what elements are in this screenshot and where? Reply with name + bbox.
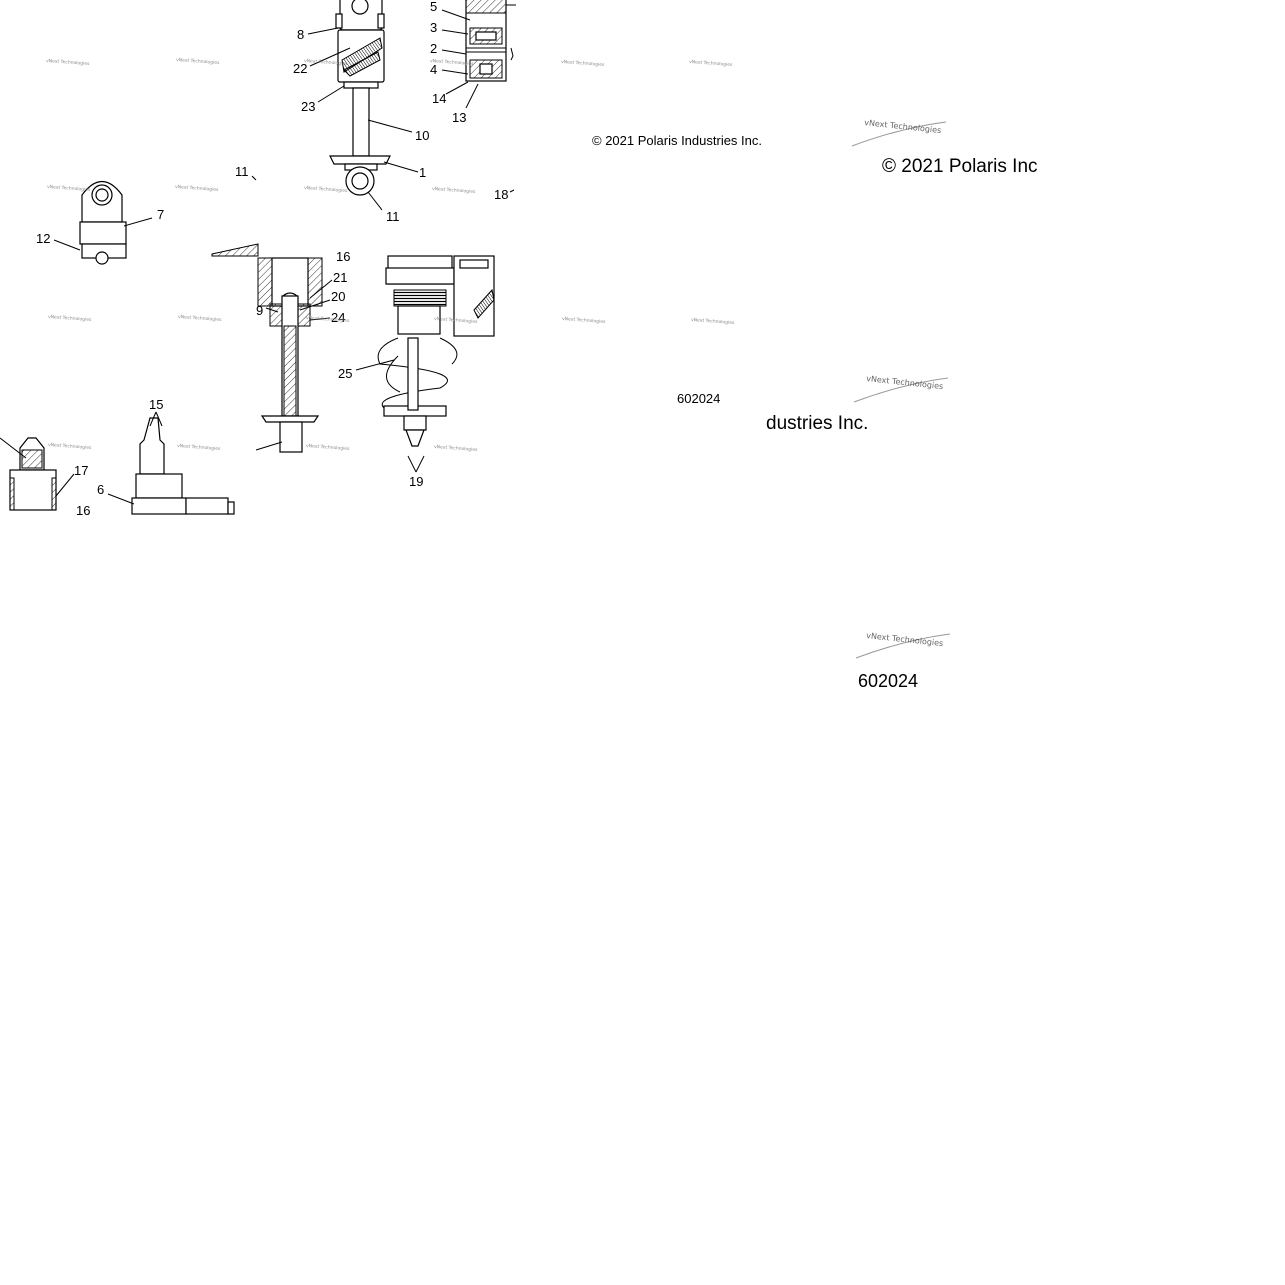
large-watermarks: vNext Technologies vNext Technologies vN… <box>851 118 951 659</box>
leader-lines <box>0 9 515 505</box>
copyright-notices: © 2021 Polaris Industries Inc. © 2021 Po… <box>592 133 1038 691</box>
watermark-text: vNext Technologies <box>689 59 733 68</box>
copyright-large: © 2021 Polaris Inc <box>882 156 1038 177</box>
callout-19: 19 <box>409 474 423 489</box>
watermark-text: vNext Technologies <box>304 185 348 194</box>
watermark-text: vNext Technologies <box>47 184 91 193</box>
watermark-text: vNext Technologies <box>434 444 478 453</box>
callout-labels: 5 3 2 4 14 13 8 22 23 10 1 11 11 18 7 12… <box>36 0 508 518</box>
callout-1: 1 <box>419 165 426 180</box>
callout-20: 20 <box>331 289 345 304</box>
watermark-text: vNext Technologies <box>562 316 606 325</box>
callout-2: 2 <box>430 41 437 56</box>
watermark-text: vNext Technologies <box>175 184 219 193</box>
callout-10: 10 <box>415 128 429 143</box>
watermark-text: vNext Technologies <box>306 315 350 324</box>
callout-12: 12 <box>36 231 50 246</box>
figure-id-large: 602024 <box>858 671 918 691</box>
callout-16b: 16 <box>76 503 90 518</box>
callout-21: 21 <box>333 270 347 285</box>
copyright-small: © 2021 Polaris Industries Inc. <box>592 133 762 148</box>
watermark-text: vNext Technologies <box>561 59 605 68</box>
coil-over-shock <box>377 255 495 447</box>
callout-13: 13 <box>452 110 466 125</box>
watermark-text: vNext Technologies <box>432 186 476 195</box>
watermark-large: vNext Technologies <box>866 631 944 648</box>
watermark-text: vNext Technologies <box>178 314 222 323</box>
callout-7: 7 <box>157 207 164 222</box>
piston-section-view <box>211 243 323 453</box>
copyright-fragment: dustries Inc. <box>766 413 868 434</box>
watermark-text: vNext Technologies <box>430 58 474 67</box>
watermark-text: vNext Technologies <box>306 443 350 452</box>
watermark-text: vNext Technologies <box>691 317 735 326</box>
callout-16: 16 <box>336 249 350 264</box>
callout-11b: 11 <box>235 164 249 179</box>
callout-22: 22 <box>293 61 307 76</box>
callout-25: 25 <box>338 366 352 381</box>
callout-3: 3 <box>430 20 437 35</box>
watermark-text: vNext Technologies <box>176 57 220 66</box>
watermark-text: vNext Technologies <box>434 316 478 325</box>
bottom-left-components <box>9 417 235 515</box>
watermark-large: vNext Technologies <box>864 118 942 135</box>
callout-9: 9 <box>256 303 263 318</box>
callout-4: 4 <box>430 62 437 77</box>
top-shock-assembly <box>329 0 391 196</box>
callout-24: 24 <box>331 310 345 325</box>
watermark-text: vNext Technologies <box>48 314 92 323</box>
watermark-large: vNext Technologies <box>866 374 944 391</box>
callout-11: 11 <box>386 209 400 224</box>
callout-17: 17 <box>74 463 88 478</box>
watermark-text: vNext Technologies <box>48 442 92 451</box>
left-shock-eye <box>79 180 127 265</box>
callout-5: 5 <box>430 0 437 14</box>
watermark-text: vNext Technologies <box>177 443 221 452</box>
watermark-text: vNext Technologies <box>304 58 348 67</box>
figure-id-small: 602024 <box>677 391 720 406</box>
callout-6: 6 <box>97 482 104 497</box>
callout-8: 8 <box>297 27 304 42</box>
reservoir-section-view <box>465 0 516 82</box>
callout-18: 18 <box>494 187 508 202</box>
watermarks: vNext Technologies vNext Technologies vN… <box>46 57 735 453</box>
callout-23: 23 <box>301 99 315 114</box>
callout-14: 14 <box>432 91 446 106</box>
callout-15: 15 <box>149 397 163 412</box>
watermark-text: vNext Technologies <box>46 58 90 67</box>
